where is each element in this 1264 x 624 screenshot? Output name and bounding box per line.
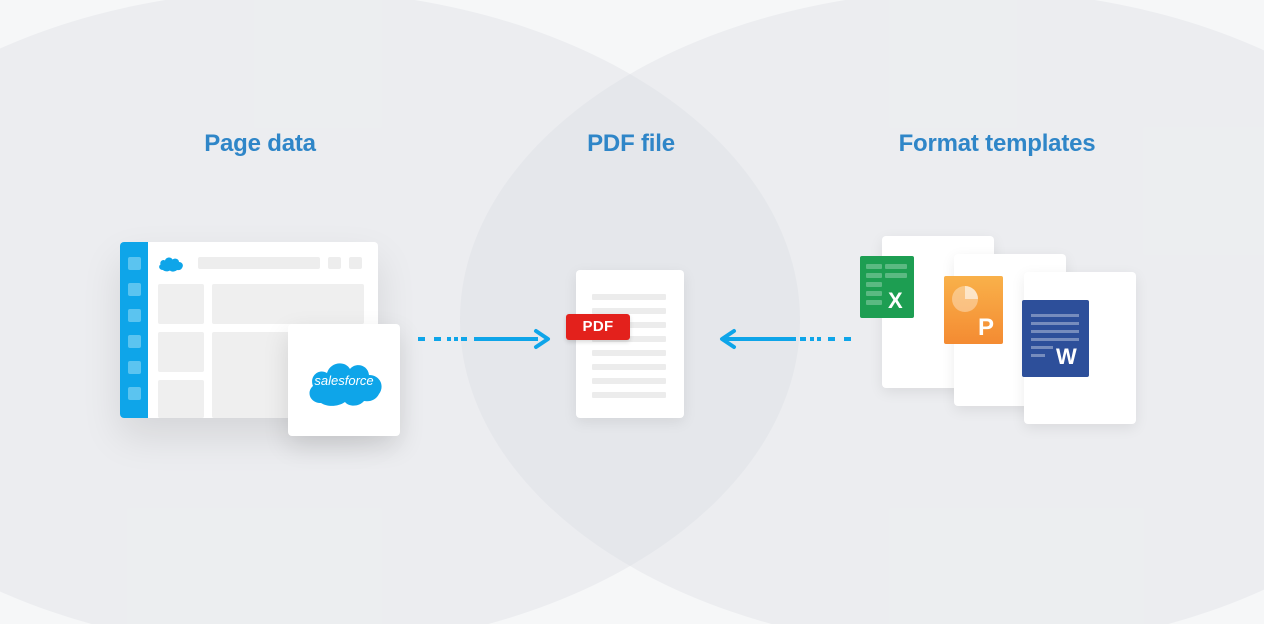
doc-line — [592, 392, 666, 398]
word-letter: W — [1056, 344, 1077, 369]
heading-page-data: Page data — [204, 130, 316, 157]
doc-line — [592, 350, 666, 356]
app-content-block — [158, 284, 204, 324]
sidebar-square — [128, 361, 141, 374]
app-content-block — [158, 332, 204, 372]
app-content-block — [158, 380, 204, 418]
sidebar-square — [128, 257, 141, 270]
doc-line — [592, 364, 666, 370]
sidebar-square — [128, 335, 141, 348]
pdf-badge: PDF — [566, 314, 630, 340]
doc-line — [592, 294, 666, 300]
arrow-right-icon — [418, 329, 550, 349]
doc-line — [592, 378, 666, 384]
app-search-bar — [198, 257, 320, 269]
salesforce-logo-card: salesforce — [288, 324, 400, 436]
salesforce-logo-text: salesforce — [314, 373, 374, 388]
pdf-document — [576, 270, 684, 418]
heading-pdf-file: PDF file — [587, 130, 675, 157]
excel-icon: X — [860, 256, 914, 318]
doc-line — [592, 308, 666, 314]
app-toolbar-button — [328, 257, 341, 269]
word-icon: W — [1022, 300, 1089, 377]
excel-letter: X — [888, 288, 903, 313]
powerpoint-icon: P — [944, 276, 1003, 344]
powerpoint-letter: P — [978, 314, 995, 341]
sidebar-square — [128, 283, 141, 296]
app-sidebar — [120, 242, 148, 418]
sidebar-square — [128, 387, 141, 400]
pie-chart-icon — [952, 286, 978, 312]
salesforce-cloud-icon — [159, 257, 183, 272]
sidebar-square — [128, 309, 141, 322]
salesforce-logo-icon — [309, 363, 382, 406]
arrow-left-icon — [720, 329, 851, 349]
heading-format-templates: Format templates — [898, 130, 1096, 157]
app-content-block — [212, 284, 364, 324]
app-toolbar-button — [349, 257, 362, 269]
